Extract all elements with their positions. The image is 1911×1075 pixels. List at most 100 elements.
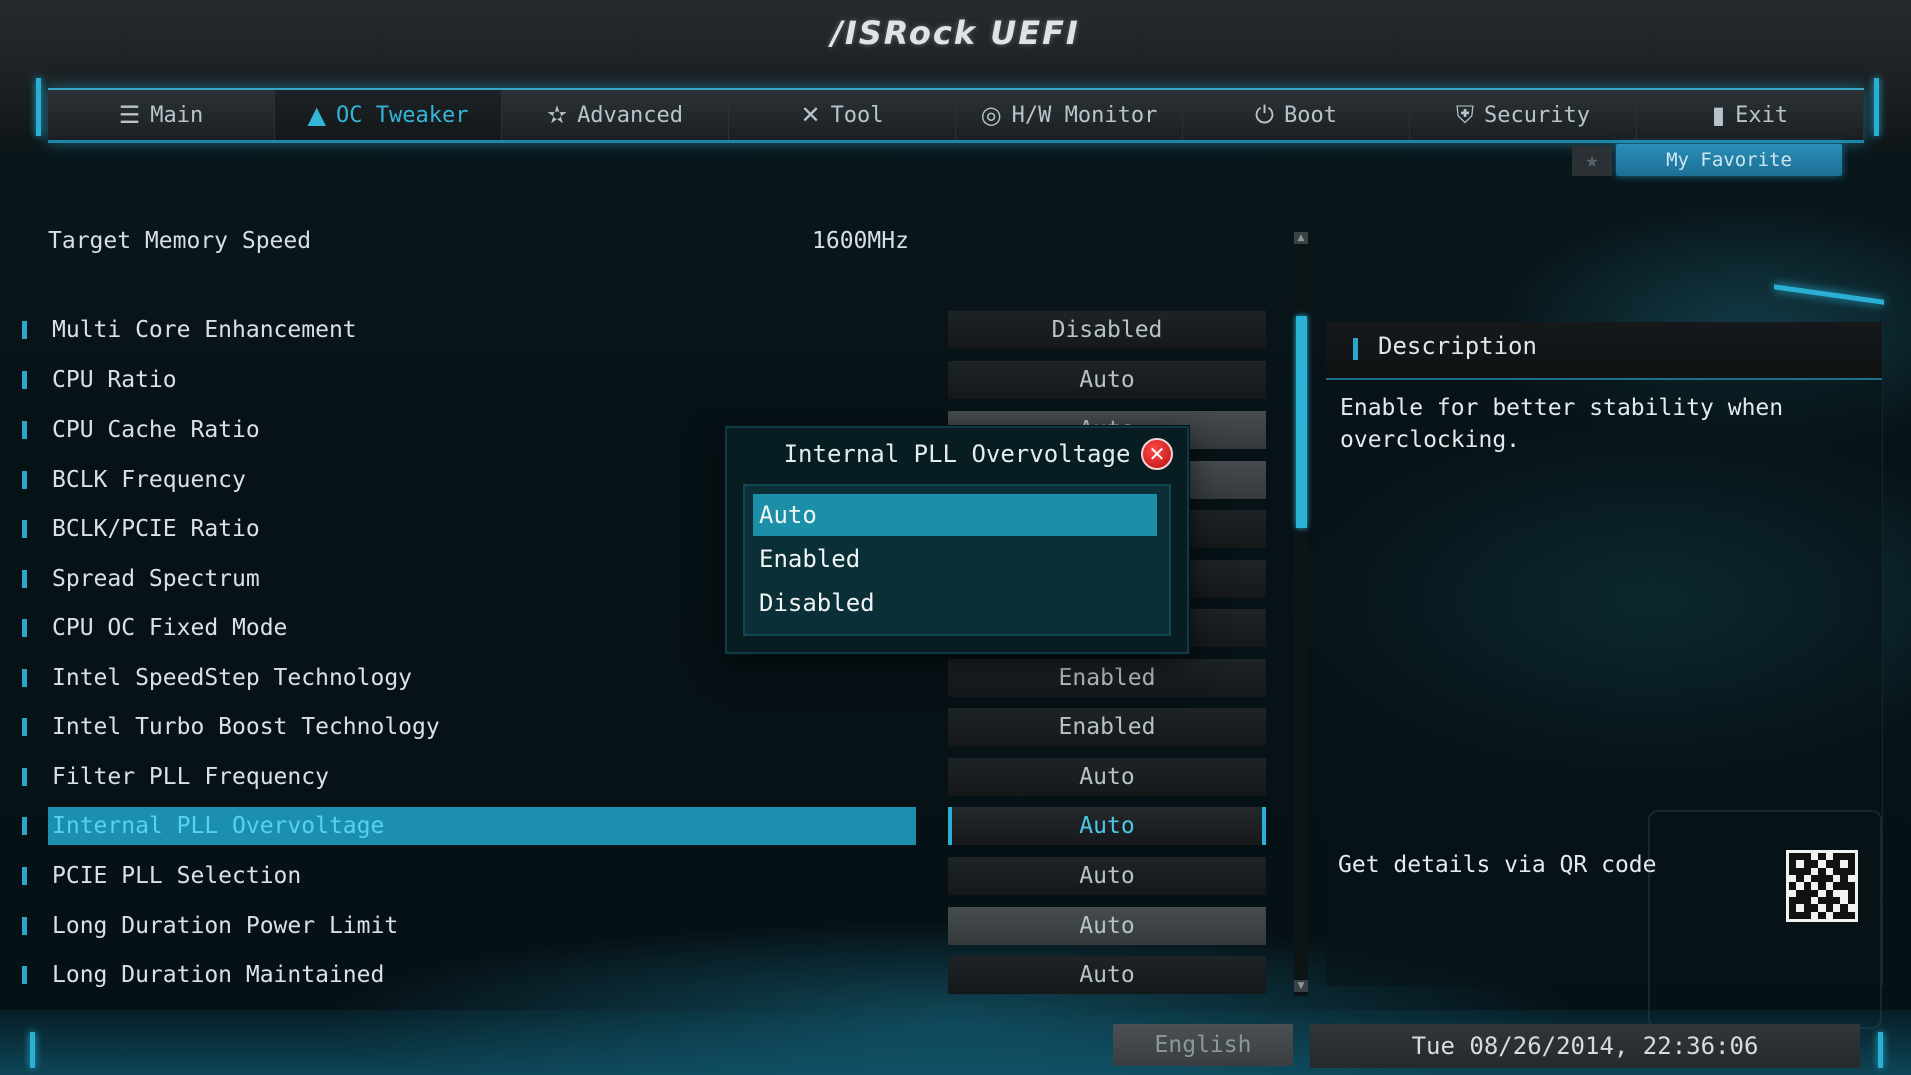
power-icon: ⏻ xyxy=(1255,101,1274,129)
option-auto[interactable]: Auto xyxy=(753,494,1157,536)
row-marker xyxy=(22,371,27,389)
setting-label: Internal PLL Overvoltage xyxy=(48,807,916,845)
setting-row-selected[interactable]: Internal PLL Overvoltage Auto xyxy=(20,807,1270,845)
target-memory-label: Target Memory Speed xyxy=(48,228,312,254)
row-marker xyxy=(22,321,27,339)
row-marker xyxy=(22,768,27,786)
tab-hw-monitor[interactable]: ◎ H/W Monitor xyxy=(956,90,1183,140)
exit-icon: ▮ xyxy=(1711,101,1726,129)
tab-main[interactable]: ☰ Main xyxy=(48,90,275,140)
setting-label: CPU OC Fixed Mode xyxy=(52,615,288,641)
tools-icon: ✕ xyxy=(800,101,821,129)
close-icon[interactable]: ✕ xyxy=(1141,438,1173,470)
scroll-down-icon[interactable]: ▼ xyxy=(1294,980,1308,992)
row-marker xyxy=(22,570,27,588)
tab-bar: ☰ Main ▲ OC Tweaker ✫ Advanced ✕ Tool ◎ … xyxy=(48,88,1864,143)
description-text: Enable for better stability when overclo… xyxy=(1340,395,1784,453)
row-marker xyxy=(22,520,27,538)
popup-option-list: Auto Enabled Disabled xyxy=(743,484,1171,636)
row-marker xyxy=(22,718,27,736)
setting-value[interactable]: Auto xyxy=(948,758,1266,796)
setting-row[interactable]: PCIE PLL Selection Auto xyxy=(20,857,1270,895)
scrollbar-thumb[interactable] xyxy=(1296,316,1307,528)
setting-label: CPU Cache Ratio xyxy=(52,417,260,443)
shield-icon: ⛨ xyxy=(1456,101,1475,129)
footer-accent-right xyxy=(1878,1032,1883,1068)
row-marker xyxy=(22,471,27,489)
option-disabled[interactable]: Disabled xyxy=(759,589,875,617)
setting-row[interactable]: Intel SpeedStep Technology Enabled xyxy=(20,659,1270,697)
setting-row[interactable]: Filter PLL Frequency Auto xyxy=(20,758,1270,796)
tab-security[interactable]: ⛨ Security xyxy=(1410,90,1637,140)
setting-label: CPU Ratio xyxy=(52,367,177,393)
target-memory-value: 1600MHz xyxy=(812,228,909,254)
setting-row[interactable]: Multi Core Enhancement Disabled xyxy=(20,311,1270,349)
row-marker xyxy=(22,966,27,984)
setting-value[interactable]: Enabled xyxy=(948,659,1266,697)
setting-value[interactable]: Auto xyxy=(948,956,1266,994)
tab-label: Main xyxy=(150,102,204,128)
tab-label: Exit xyxy=(1735,102,1789,128)
flame-icon: ▲ xyxy=(307,101,326,129)
row-marker xyxy=(22,867,27,885)
header-accent-right xyxy=(1874,78,1879,136)
row-marker xyxy=(22,421,27,439)
setting-label: Multi Core Enhancement xyxy=(52,317,357,343)
row-marker xyxy=(22,817,27,835)
tab-advanced[interactable]: ✫ Advanced xyxy=(502,90,729,140)
footer-accent-left xyxy=(30,1032,35,1068)
header-accent-left xyxy=(36,78,41,136)
setting-label: Spread Spectrum xyxy=(52,566,260,592)
tab-label: OC Tweaker xyxy=(336,102,469,128)
setting-label: BCLK/PCIE Ratio xyxy=(52,516,260,542)
setting-row[interactable]: CPU Ratio Auto xyxy=(20,361,1270,399)
language-button[interactable]: English xyxy=(1113,1024,1293,1066)
options-popup: Internal PLL Overvoltage ✕ Auto Enabled … xyxy=(725,426,1189,654)
setting-value[interactable]: Disabled xyxy=(948,311,1266,349)
my-favorite-button[interactable]: My Favorite xyxy=(1616,144,1842,176)
watermark xyxy=(1648,810,1882,1029)
description-marker xyxy=(1353,338,1358,360)
row-marker xyxy=(22,669,27,687)
setting-row[interactable]: Intel Turbo Boost Technology Enabled xyxy=(20,708,1270,746)
setting-label: PCIE PLL Selection xyxy=(52,863,302,889)
qr-code-icon xyxy=(1786,850,1858,922)
setting-value[interactable]: Auto xyxy=(948,907,1266,945)
setting-value[interactable]: Auto xyxy=(948,857,1266,895)
description-title: Description xyxy=(1378,332,1537,360)
tab-oc-tweaker[interactable]: ▲ OC Tweaker xyxy=(275,90,502,140)
tab-label: Security xyxy=(1484,102,1590,128)
description-header: Description xyxy=(1326,322,1882,380)
gauge-icon: ◎ xyxy=(980,101,1002,129)
setting-value[interactable]: Auto xyxy=(948,807,1266,845)
scroll-up-icon[interactable]: ▲ xyxy=(1294,232,1308,244)
tab-label: H/W Monitor xyxy=(1011,102,1158,128)
tab-label: Advanced xyxy=(577,102,684,128)
list-icon: ☰ xyxy=(118,101,141,129)
setting-value[interactable]: Auto xyxy=(948,361,1266,399)
row-marker xyxy=(22,619,27,637)
setting-row[interactable]: Long Duration Power Limit Auto xyxy=(20,907,1270,945)
setting-value[interactable]: Enabled xyxy=(948,708,1266,746)
qr-label: Get details via QR code xyxy=(1338,852,1657,878)
tab-tool[interactable]: ✕ Tool xyxy=(729,90,956,140)
row-marker xyxy=(22,917,27,935)
setting-label: Filter PLL Frequency xyxy=(52,764,329,790)
tab-label: Boot xyxy=(1284,102,1337,128)
popup-title: Internal PLL Overvoltage xyxy=(783,440,1131,468)
setting-label: Intel SpeedStep Technology xyxy=(52,665,413,691)
tab-exit[interactable]: ▮ Exit xyxy=(1637,90,1864,140)
brand-logo: /ISRock UEFI xyxy=(831,14,1080,52)
setting-label: BCLK Frequency xyxy=(52,467,246,493)
star-icon: ✫ xyxy=(546,101,568,129)
datetime-display: Tue 08/26/2014, 22:36:06 xyxy=(1310,1024,1860,1068)
tab-label: Tool xyxy=(830,102,884,128)
favorite-star-icon[interactable]: ★ xyxy=(1572,146,1612,176)
tab-boot[interactable]: ⏻ Boot xyxy=(1183,90,1410,140)
setting-label: Intel Turbo Boost Technology xyxy=(52,714,440,740)
option-enabled[interactable]: Enabled xyxy=(759,545,861,573)
setting-label: Long Duration Maintained xyxy=(52,962,385,988)
setting-row[interactable]: Long Duration Maintained Auto xyxy=(20,956,1270,994)
description-panel: Description Enable for better stability … xyxy=(1326,322,1883,986)
setting-label: Long Duration Power Limit xyxy=(52,913,399,939)
